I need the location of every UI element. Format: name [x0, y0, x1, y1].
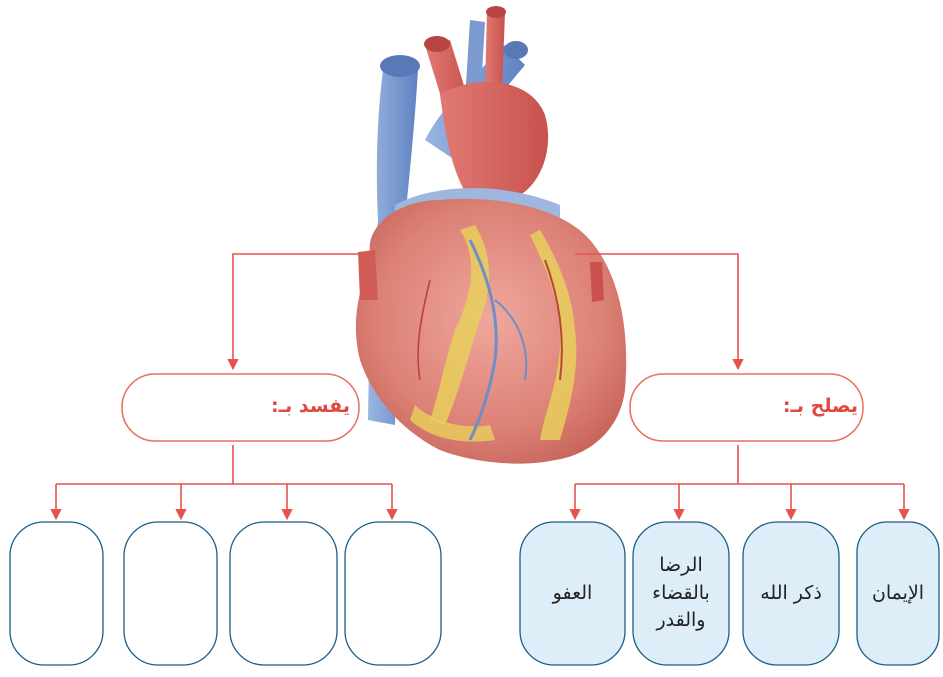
right-item-1: الإيمان [857, 522, 939, 665]
right-item-2: ذكر الله [743, 522, 839, 665]
left-item-3 [230, 522, 337, 665]
heart-illustration [356, 6, 626, 464]
left-item-1 [10, 522, 103, 665]
right-item-3: الرضا بالقضاء والقدر [641, 522, 721, 665]
connector-top-left [233, 254, 360, 368]
right-header-label: يصلح بـ: [783, 395, 858, 417]
left-header-label: يفسد بـ: [271, 395, 350, 417]
left-item-2 [124, 522, 217, 665]
right-item-4: العفو [520, 522, 625, 665]
left-item-4 [345, 522, 441, 665]
